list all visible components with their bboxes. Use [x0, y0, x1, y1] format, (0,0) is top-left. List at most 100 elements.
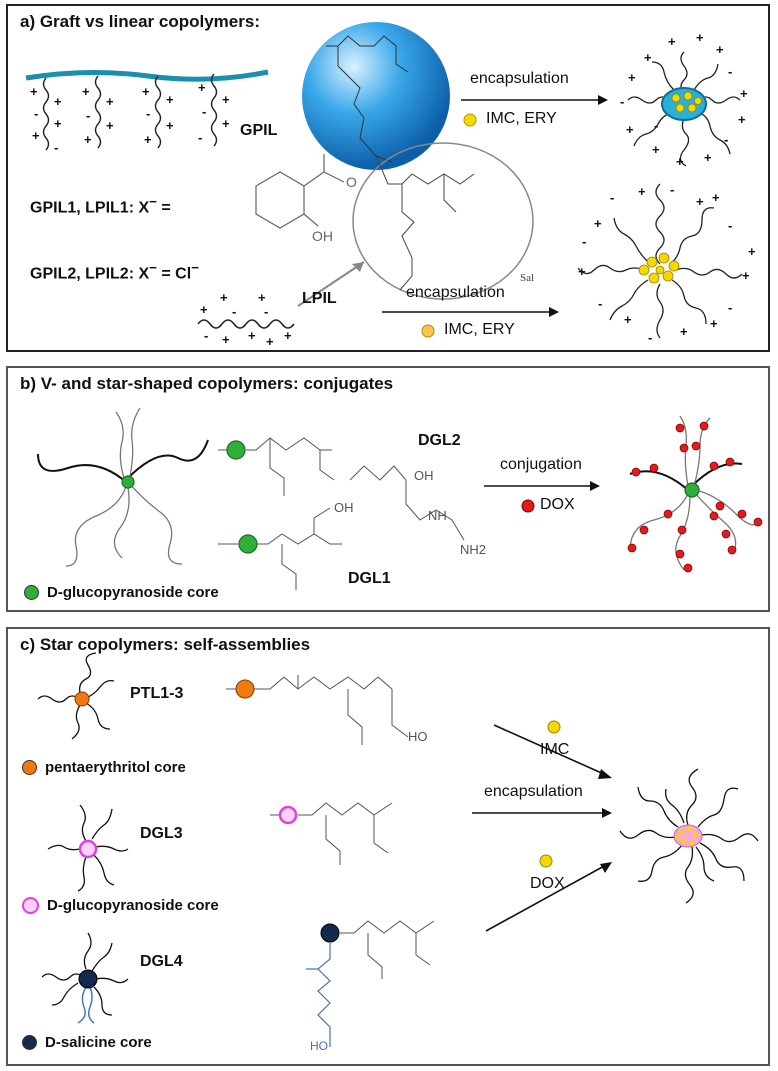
svg-text:+: +: [578, 264, 586, 279]
svg-text:+: +: [32, 128, 40, 143]
dgl3-core: [78, 839, 98, 859]
svg-text:-: -: [264, 304, 268, 319]
svg-text:+: +: [30, 84, 38, 99]
dgl4-ho: HO: [310, 1039, 328, 1053]
linear-micelle-charges: -+-++ -++-+ +-+-+ -+: [578, 182, 756, 345]
encapsulation-label-c: encapsulation: [484, 783, 583, 800]
svg-text:+: +: [248, 328, 256, 343]
dox-dot: [521, 499, 535, 513]
gpil-side-chains: [42, 73, 218, 151]
gpil-label: GPIL: [240, 122, 278, 139]
sal-counterion: Sal: [520, 272, 535, 284]
micelle-core-drugs: [673, 824, 703, 848]
panel-a-graphics: ++-++- ++-++ ++-++ ++-+- ++-+- -++++: [25, 22, 756, 349]
graft-micelle-charges: +++-+ +-+++ +-++-: [620, 30, 748, 169]
gpil-backbone: [25, 69, 269, 82]
dgl4-blue-chain: [306, 943, 331, 1047]
svg-text:+: +: [200, 302, 208, 317]
svg-text:+: +: [82, 84, 90, 99]
svg-text:-: -: [670, 182, 674, 197]
svg-text:+: +: [644, 50, 652, 65]
svg-text:-: -: [648, 330, 652, 345]
drug-top-label: IMC, ERY: [486, 110, 557, 127]
svg-text:+: +: [742, 268, 750, 283]
svg-text:+: +: [106, 118, 114, 133]
svg-text:+: +: [222, 332, 230, 347]
legend-glucopyranoside-c: D-glucopyranoside core: [22, 897, 219, 914]
dgl4-blue-arms: [77, 986, 95, 1024]
svg-text:-: -: [728, 300, 732, 315]
svg-text:+: +: [166, 118, 174, 133]
svg-text:+: +: [652, 142, 660, 157]
svg-text:+: +: [704, 150, 712, 165]
legend-salicine: D-salicine core: [22, 1034, 152, 1051]
svg-text:+: +: [628, 70, 636, 85]
gpil2-lpil2-label: GPIL2, LPIL2: X− = Cl−: [30, 260, 199, 283]
svg-text:-: -: [198, 130, 202, 145]
salicylate-oh: OH: [312, 228, 333, 244]
panel-c: c) Star copolymers: self-assemblies PTL1…: [6, 627, 770, 1066]
svg-text:-: -: [204, 328, 208, 343]
svg-text:-: -: [598, 296, 602, 311]
gpil1-lpil1-label: GPIL1, LPIL1: X− =: [30, 194, 171, 217]
svg-text:+: +: [668, 34, 676, 49]
svg-text:+: +: [638, 184, 646, 199]
svg-text:-: -: [724, 132, 728, 147]
arrow-top-label: encapsulation: [470, 70, 569, 87]
graft-micelle-drugs: [671, 91, 702, 113]
dox-label: DOX: [540, 496, 575, 513]
svg-text:+: +: [84, 132, 92, 147]
svg-text:-: -: [232, 304, 236, 319]
conjugation-label: conjugation: [500, 456, 582, 473]
svg-text:+: +: [710, 316, 718, 331]
svg-text:+: +: [142, 84, 150, 99]
dgl1-oh: OH: [334, 500, 354, 515]
svg-text:-: -: [86, 108, 90, 123]
dgl4-structure: [340, 920, 435, 979]
dgl1-label: DGL1: [348, 570, 391, 587]
svg-text:+: +: [594, 216, 602, 231]
navy-core-icon: [22, 1035, 37, 1050]
imc-ery-dot-top: [463, 113, 477, 127]
svg-text:+: +: [284, 328, 292, 343]
svg-text:-: -: [54, 140, 58, 155]
dgl3-star: [47, 804, 129, 892]
svg-text:+: +: [696, 30, 704, 45]
dgl2-nh2: NH2: [460, 542, 487, 557]
salicylate-o-minus: O: [346, 174, 357, 190]
svg-text:+: +: [716, 42, 724, 57]
svg-text:-: -: [582, 234, 586, 249]
imc-label: IMC: [540, 741, 570, 758]
conjugate-core: [684, 482, 700, 498]
dgl2-oh: OH: [414, 468, 434, 483]
panel-a-title: a) Graft vs linear copolymers:: [20, 12, 260, 31]
linear-micelle: [577, 183, 743, 339]
gpil-charges: ++-++- ++-++ ++-++ ++-+-: [30, 80, 230, 155]
ptl-structure: [226, 675, 409, 745]
svg-text:-: -: [146, 106, 150, 121]
lpil-chain: [197, 319, 295, 329]
svg-text:-: -: [34, 106, 38, 121]
svg-text:+: +: [198, 80, 206, 95]
dgl4-star: [41, 932, 129, 1016]
conjugate-dox: [627, 421, 763, 573]
orange-core-icon: [22, 760, 37, 775]
linear-micelle-drugs: [638, 252, 680, 284]
svg-text:+: +: [222, 92, 230, 107]
svg-text:+: +: [626, 122, 634, 137]
svg-text:+: +: [624, 312, 632, 327]
svg-text:-: -: [610, 190, 614, 205]
svg-text:-: -: [728, 218, 732, 233]
svg-text:+: +: [748, 244, 756, 259]
dgl2-nh: NH: [428, 508, 447, 523]
dgl4-label: DGL4: [140, 953, 183, 970]
dgl3-structure-core: [278, 805, 298, 825]
svg-text:+: +: [220, 290, 228, 305]
graft-sphere: [302, 22, 450, 170]
panel-b: b) V- and star-shaped copolymers: conjug…: [6, 366, 770, 612]
dgl2-core: [226, 440, 246, 460]
ptl-structure-core: [235, 679, 255, 699]
lpil-charges: ++-+- -++++: [200, 290, 292, 349]
svg-text:+: +: [54, 94, 62, 109]
ptl-core: [74, 691, 90, 707]
